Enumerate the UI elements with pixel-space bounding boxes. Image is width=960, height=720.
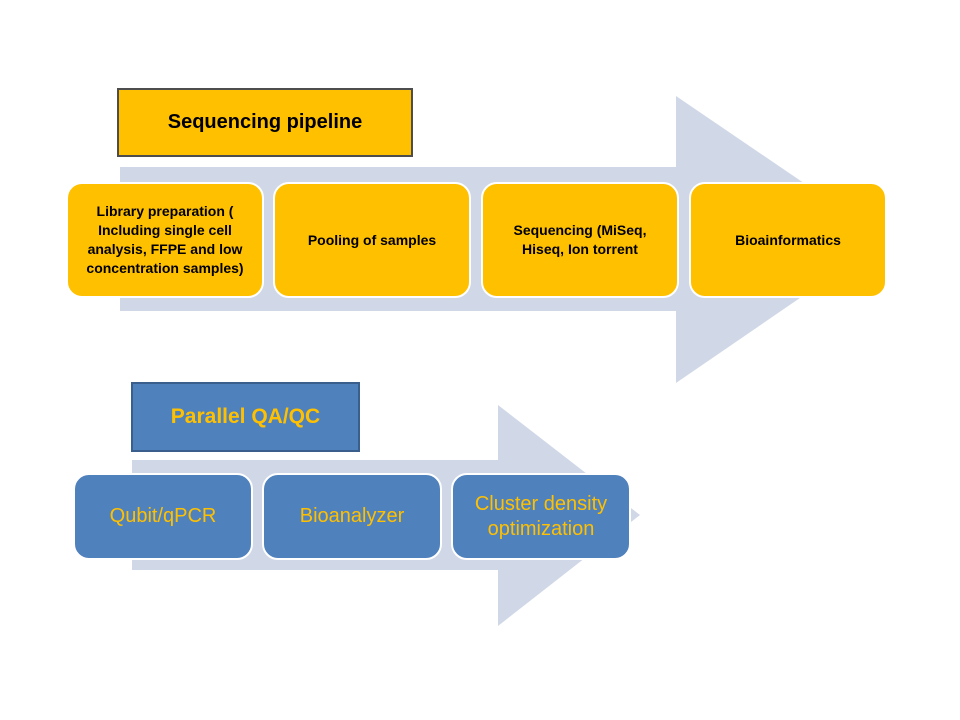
qa-step-qubit-qpcr: Qubit/qPCR	[73, 473, 253, 560]
step-label: Bioainformatics	[735, 231, 841, 248]
step-sequencing: Sequencing (MiSeq, Hiseq, Ion torrent	[481, 182, 679, 298]
step-bioinformatics: Bioainformatics	[689, 182, 887, 298]
step-library-preparation: Library preparation ( Including single c…	[66, 182, 264, 298]
parallel-qa-qc-title: Parallel QA/QC	[131, 382, 360, 452]
qa-step-label: Cluster density optimization	[474, 492, 608, 540]
qa-step-label: Qubit/qPCR	[109, 505, 217, 527]
step-label: Sequencing (MiSeq, Hiseq, Ion torrent	[513, 222, 647, 257]
sequencing-pipeline-title: Sequencing pipeline	[117, 88, 413, 157]
qa-step-cluster-density: Cluster density optimization	[451, 473, 631, 560]
qa-step-label: Bioanalyzer	[299, 505, 405, 527]
step-label: Pooling of samples	[307, 231, 437, 248]
qa-step-bioanalyzer: Bioanalyzer	[262, 473, 442, 560]
step-pooling-of-samples: Pooling of samples	[273, 182, 471, 298]
step-label: Library preparation ( Including single c…	[86, 203, 244, 276]
